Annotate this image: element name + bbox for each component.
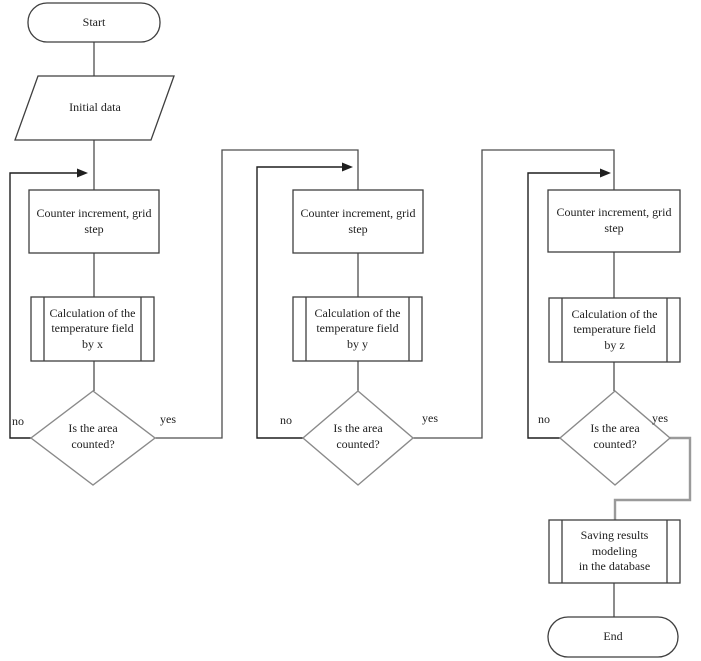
connector-lines [93,42,615,617]
loop-no1 [9,172,78,439]
no-label-3: no [538,412,550,426]
calc-box-2-bars [305,297,410,361]
decision-diamond-1-shape [29,390,157,486]
yes-label-2: yes [422,411,438,425]
decision-diamond-3-shape [558,390,672,486]
decision-label-1: Is the area counted? [68,421,118,451]
loop-no3 [527,172,601,439]
decision-shapes [29,390,672,486]
counter-label-3: Counter increment, grid step [556,205,672,235]
initial-data-label: Initial data [69,100,121,115]
calc-label-2: Calculation of the temperature field by … [314,305,401,351]
decision-label-2: Is the area counted? [333,421,383,451]
arrowheads [77,162,611,178]
yes-label-3: yes [652,411,668,425]
loop-lines [9,166,601,439]
decision-diamond-2-shape [301,390,415,486]
loop-no2 [256,166,343,439]
connector-yes1-to-counter2 [155,149,359,439]
no-label-1: no [12,414,24,428]
calc-box-1-shape [30,296,155,362]
calc-box-3-bars [561,298,668,362]
calc-box-1-bars [43,297,142,361]
saving-box-bars [561,520,668,583]
end-terminator-shape [547,616,679,658]
calc-label-3: Calculation of the temperature field by … [571,306,658,352]
counter-box-1-shape [28,189,160,254]
saving-label: Saving results modeling in the database [578,528,651,574]
arrowhead-no2-icon [342,162,353,172]
merge-line [613,436,692,521]
connector-yes3-to-saving [613,436,692,521]
no-label-2: no [280,413,292,427]
calc-label-1: Calculation of the temperature field by … [49,305,136,351]
end-label: End [603,629,623,644]
start-terminator-shape [27,2,161,43]
arrowhead-no3-icon [600,168,611,178]
calc-box-2-shape [292,296,423,362]
yes-label-1: yes [160,412,176,426]
counter-label-1: Counter increment, grid step [36,205,152,236]
arrowhead-no1-icon [77,168,88,178]
calc-box-3-shape [548,297,681,363]
counter-label-2: Counter increment, grid step [300,205,416,236]
initial-data-parallelogram-shape [14,75,175,141]
counter-box-3-shape [547,189,681,253]
connector-yes2-to-counter3 [413,149,615,439]
start-label: Start [82,14,106,29]
node-shapes [14,2,681,658]
decision-label-3: Is the area counted? [590,421,640,451]
counter-box-2-shape [292,189,424,254]
saving-box-shape [548,519,681,584]
